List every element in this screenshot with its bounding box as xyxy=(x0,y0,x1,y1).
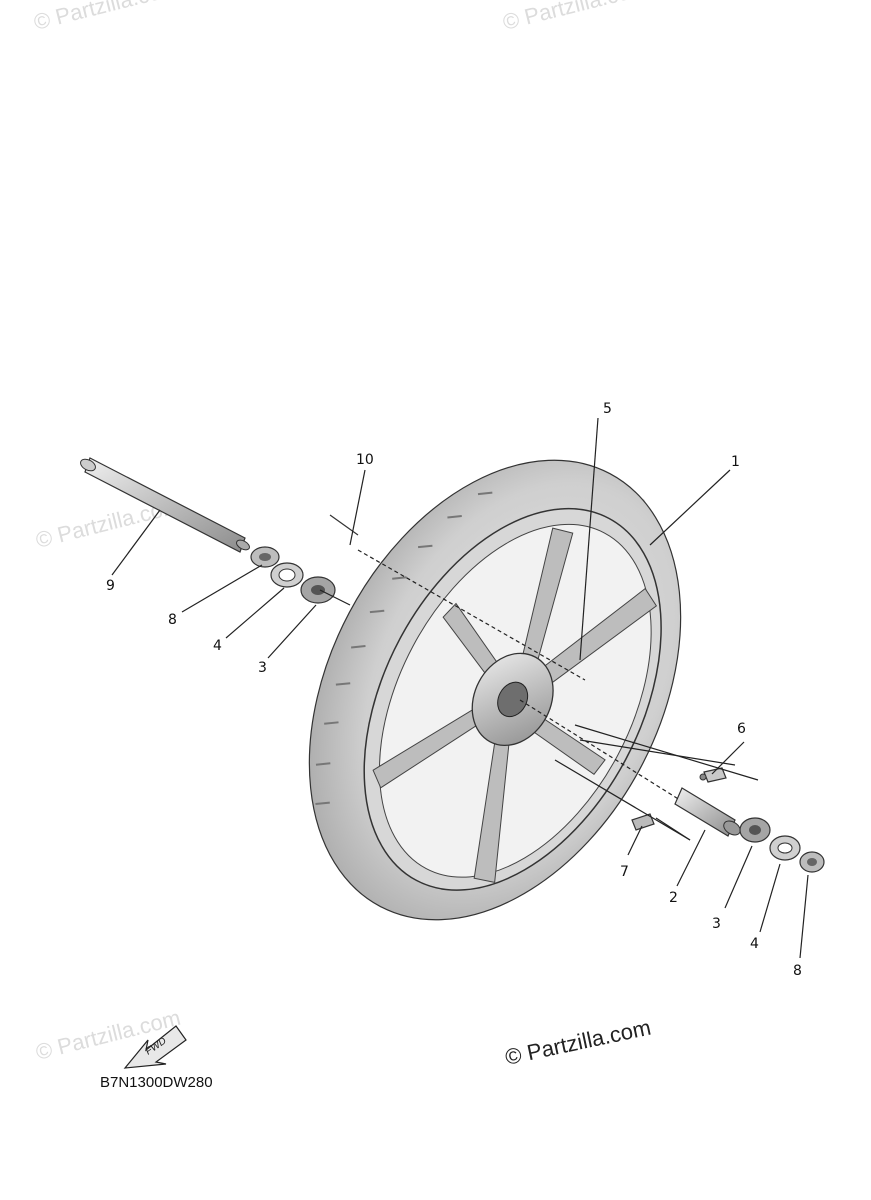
fwd-arrow-icon: FWD xyxy=(123,1025,187,1069)
balance-weight xyxy=(631,813,655,831)
leader-lines xyxy=(111,417,809,959)
watermark-text: © Partzilla.com xyxy=(500,0,650,35)
hub-bore xyxy=(497,681,529,718)
callout-10: 10 xyxy=(356,452,374,468)
callout-7: 7 xyxy=(620,864,629,880)
callout-3: 3 xyxy=(712,916,721,932)
collar-left xyxy=(250,546,280,568)
diagram-code: B7N1300DW280 xyxy=(100,1074,213,1091)
callout-6: 6 xyxy=(737,721,746,737)
callout-2: 2 xyxy=(669,890,678,906)
front-axle xyxy=(80,457,250,553)
oil-seal-right xyxy=(769,835,801,861)
callout-5: 5 xyxy=(603,401,612,417)
callout-4: 4 xyxy=(213,638,222,654)
callout-8: 8 xyxy=(168,612,177,628)
callout-8: 8 xyxy=(793,963,802,979)
callout-9: 9 xyxy=(106,578,115,594)
spacer-collar xyxy=(674,787,741,837)
sensor-rotor-bolt xyxy=(329,514,359,536)
callout-3: 3 xyxy=(258,660,267,676)
tire-valve xyxy=(699,767,727,783)
callout-1: 1 xyxy=(731,454,740,470)
tread-pattern xyxy=(315,491,493,806)
oil-seal-left xyxy=(270,562,304,588)
callouts: 1 2 3 3 4 4 5 6 7 8 8 9 10 xyxy=(106,401,802,979)
bearing-right xyxy=(739,817,771,843)
collar-right xyxy=(799,851,825,873)
bearing-left xyxy=(300,576,336,604)
watermark-text: © Partzilla.com xyxy=(31,0,181,35)
copyright-text: © Partzilla.com xyxy=(503,1015,653,1070)
callout-4: 4 xyxy=(750,936,759,952)
